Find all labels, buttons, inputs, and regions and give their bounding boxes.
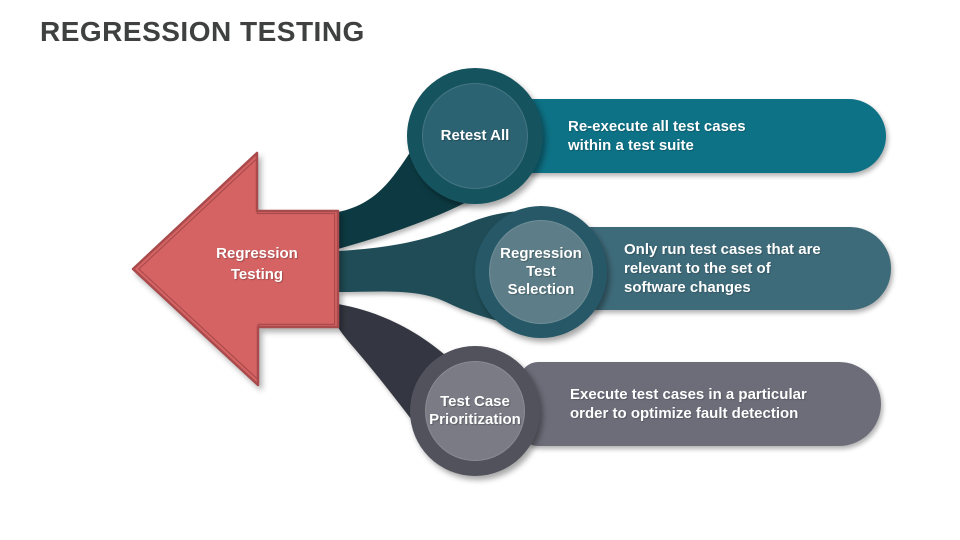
circle-node-test-case-prioritization: Test Case Prioritization bbox=[410, 346, 540, 476]
regression-testing-arrow bbox=[131, 151, 340, 387]
description-text: Re-execute all test cases within a test … bbox=[568, 118, 746, 154]
description-text: Only run test cases that are relevant to… bbox=[624, 241, 821, 296]
circle-label: Retest All bbox=[440, 127, 510, 144]
circle-node-regression-test-selection: Regression Test Selection bbox=[475, 206, 607, 338]
circle-label: Test Case Prioritization bbox=[429, 393, 521, 428]
slide-title: REGRESSION TESTING bbox=[40, 16, 365, 47]
arrow-label: Regression Testing bbox=[216, 245, 298, 283]
circle-inner: Regression Test Selection bbox=[489, 220, 593, 324]
circle-inner: Retest All bbox=[422, 83, 528, 189]
description-bar-regression-test-selection: Only run test cases that are relevant to… bbox=[560, 227, 891, 310]
circle-node-retest-all: Retest All bbox=[407, 68, 543, 204]
circle-label: Regression Test Selection bbox=[500, 245, 582, 298]
description-bar-test-case-prioritization: Execute test cases in a particular order… bbox=[520, 362, 881, 446]
description-bar-retest-all: Re-execute all test cases within a test … bbox=[515, 99, 886, 173]
circle-inner: Test Case Prioritization bbox=[425, 361, 525, 461]
description-text: Execute test cases in a particular order… bbox=[570, 386, 807, 422]
